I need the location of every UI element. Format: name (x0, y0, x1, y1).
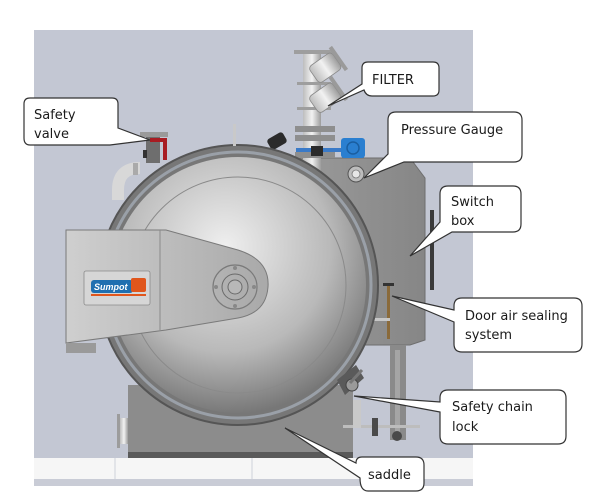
right-frame (343, 345, 420, 441)
callout-switch-box: Switch box (409, 185, 522, 257)
door-air-sealing-rod (372, 283, 394, 339)
callout-safety-chain-lock-line1: Safety chain (452, 400, 533, 415)
callout-safety-valve: Safety valve (23, 97, 151, 146)
callout-door-air-sealing-line2: system (465, 328, 512, 343)
safety-valve-device (140, 132, 168, 163)
callout-safety-chain-lock: Safety chain lock (353, 389, 567, 445)
callout-safety-chain-lock-line2: lock (452, 420, 479, 435)
callout-door-air-sealing-system: Door air sealing system (391, 295, 583, 353)
pressure-gauge-device (347, 165, 365, 183)
callout-saddle-text: saddle (368, 468, 411, 483)
callout-pressure-gauge-text: Pressure Gauge (401, 123, 503, 138)
callout-saddle: saddle (284, 427, 425, 492)
logo-text: Sumpot (94, 282, 128, 292)
left-elbow-pipe (112, 162, 141, 200)
callout-safety-valve-line1: Safety (34, 108, 76, 123)
drain-valve (117, 414, 128, 448)
callout-filter: FILTER (327, 61, 440, 107)
callout-pressure-gauge: Pressure Gauge (363, 111, 523, 179)
sumpot-logo: Sumpot (83, 270, 151, 306)
callout-safety-valve-line2: valve (34, 127, 69, 142)
blue-actuator (267, 132, 365, 158)
callout-filter-text: FILTER (372, 73, 414, 88)
callout-switch-box-line2: box (451, 214, 475, 229)
callout-door-air-sealing-line1: Door air sealing (465, 309, 568, 324)
hinge-arm (65, 229, 269, 353)
safety-chain-lock-device (337, 365, 364, 395)
callout-switch-box-line1: Switch (451, 195, 494, 210)
callouts: Safety valve FILTER Pressure Gauge Switc… (23, 61, 583, 492)
